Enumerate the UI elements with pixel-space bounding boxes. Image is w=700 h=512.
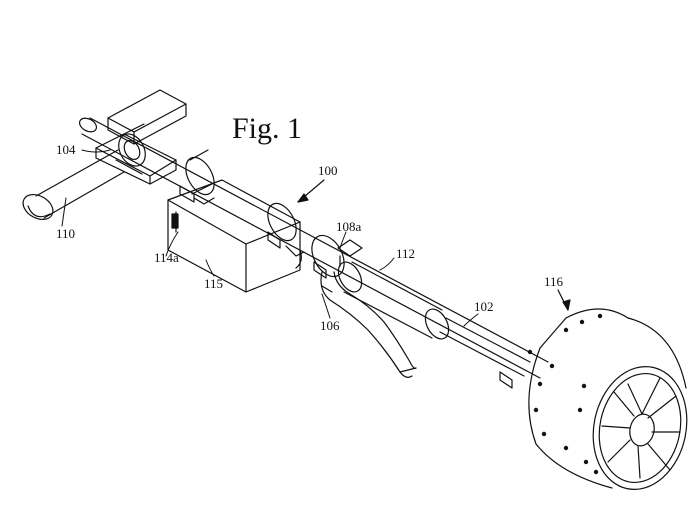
main-shaft <box>77 115 548 378</box>
leader-lines <box>62 150 478 326</box>
ref-label-108a: 108a <box>336 219 361 235</box>
ref-label-114a: 114a <box>154 250 179 266</box>
hand-grip <box>19 150 124 225</box>
ref-label-110: 110 <box>56 226 75 242</box>
ref-label-116: 116 <box>544 274 563 290</box>
t-handle-clamp <box>96 90 186 184</box>
ref-label-106: 106 <box>320 318 340 334</box>
arrow-116-icon <box>558 290 570 310</box>
arrow-100-icon <box>298 180 324 202</box>
ref-label-100: 100 <box>318 163 338 179</box>
ref-label-102: 102 <box>474 299 494 315</box>
ref-label-115: 115 <box>204 276 223 292</box>
battery-box <box>168 180 301 292</box>
thruster-housing <box>528 309 697 498</box>
middle-collar <box>262 199 304 256</box>
ref-label-112: 112 <box>396 246 415 262</box>
ref-label-104: 104 <box>56 142 76 158</box>
figure-title: Fig. 1 <box>232 112 302 146</box>
